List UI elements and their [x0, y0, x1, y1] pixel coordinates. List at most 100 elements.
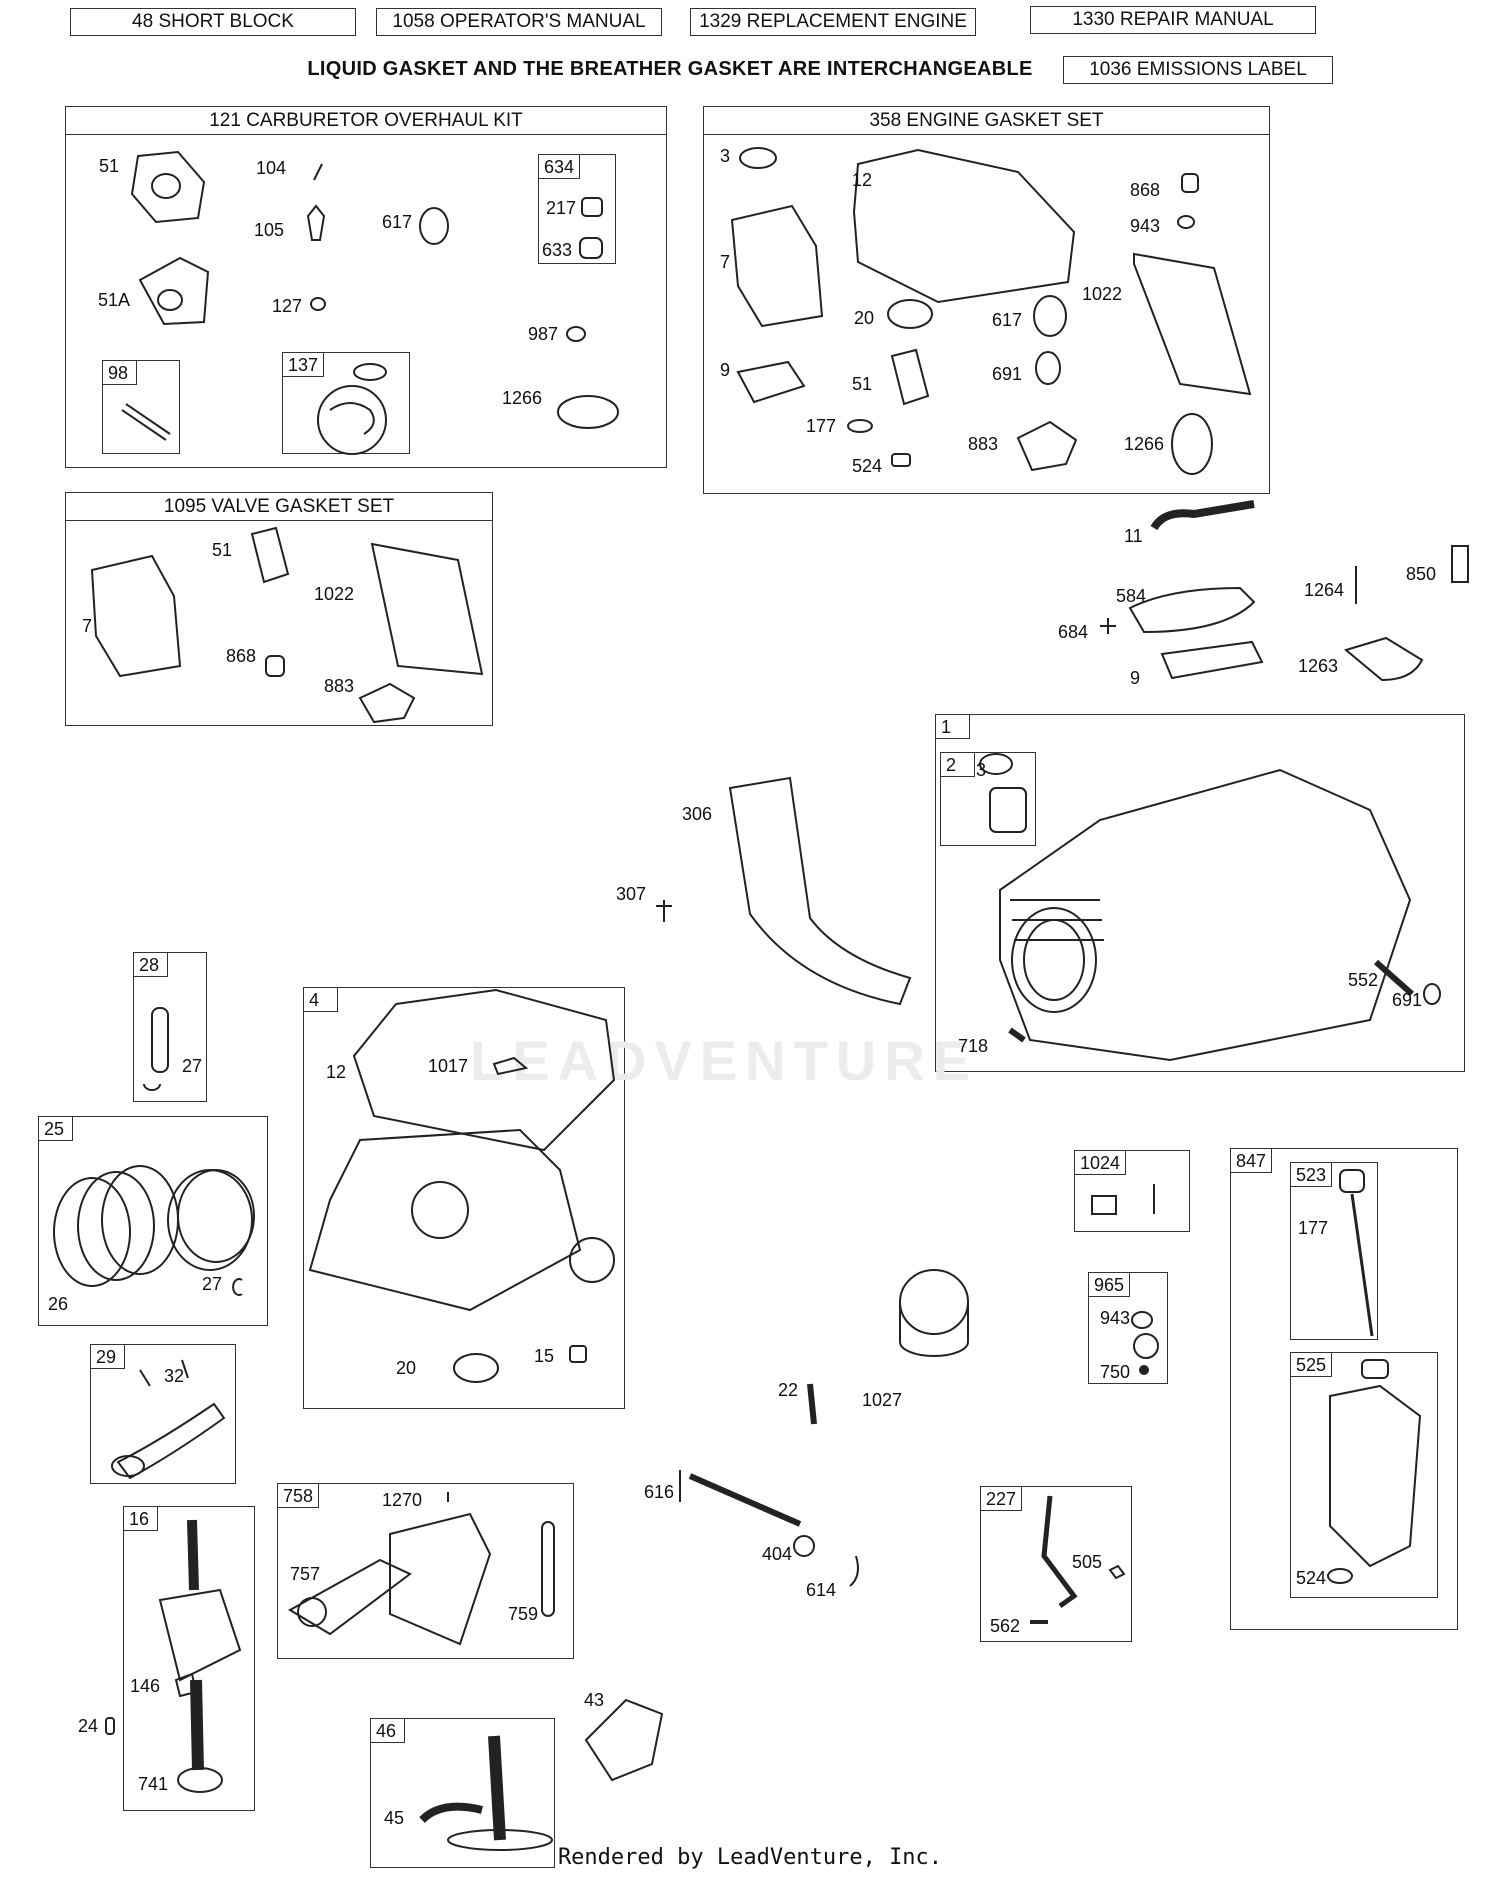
callout-p1027[interactable]: 1027: [862, 1390, 903, 1410]
callout-c633[interactable]: 633: [542, 240, 573, 260]
callout-c617[interactable]: 617: [382, 212, 413, 232]
short-block-button[interactable]: 48 SHORT BLOCK: [70, 8, 356, 36]
callout-p584[interactable]: 584: [1116, 586, 1147, 606]
box-label-525[interactable]: 525: [1291, 1353, 1333, 1377]
callout-p943[interactable]: 943: [1100, 1308, 1131, 1328]
callout-p43[interactable]: 43: [584, 1690, 605, 1710]
callout-p307[interactable]: 307: [616, 884, 647, 904]
callout-c51a[interactable]: 51A: [98, 290, 131, 310]
callout-e3[interactable]: 3: [720, 146, 731, 166]
box-label-46[interactable]: 46: [371, 1719, 405, 1743]
callout-p3[interactable]: 3: [976, 760, 987, 780]
box-label-16[interactable]: 16: [124, 1507, 158, 1531]
callout-p750[interactable]: 750: [1100, 1362, 1131, 1382]
callout-p614[interactable]: 614: [806, 1580, 837, 1600]
callout-p616[interactable]: 616: [644, 1482, 675, 1502]
callout-p1270[interactable]: 1270: [382, 1490, 423, 1510]
box-label-227[interactable]: 227: [981, 1487, 1023, 1511]
callout-p757[interactable]: 757: [290, 1564, 321, 1584]
callout-v7[interactable]: 7: [82, 616, 93, 636]
engine-gasket-title[interactable]: 358 ENGINE GASKET SET: [704, 107, 1269, 135]
box-label-28[interactable]: 28: [134, 953, 168, 977]
box-label-98[interactable]: 98: [103, 361, 137, 385]
callout-p20[interactable]: 20: [396, 1358, 417, 1378]
callout-e9[interactable]: 9: [720, 360, 731, 380]
box-label-25[interactable]: 25: [39, 1117, 73, 1141]
callout-e20[interactable]: 20: [854, 308, 875, 328]
replacement-engine-button[interactable]: 1329 REPLACEMENT ENGINE: [690, 8, 976, 36]
callout-e691[interactable]: 691: [992, 364, 1023, 384]
callout-p24[interactable]: 24: [78, 1716, 99, 1736]
box-label-29[interactable]: 29: [91, 1345, 125, 1369]
callout-v51[interactable]: 51: [212, 540, 233, 560]
box-label-758[interactable]: 758: [278, 1484, 320, 1508]
callout-e617[interactable]: 617: [992, 310, 1023, 330]
box-label-634[interactable]: 634: [539, 155, 581, 179]
callout-e51[interactable]: 51: [852, 374, 873, 394]
clip-614-drawing: [849, 1555, 859, 1587]
callout-p684[interactable]: 684: [1058, 622, 1089, 642]
callout-c1266[interactable]: 1266: [502, 388, 543, 408]
box-label-523[interactable]: 523: [1291, 1163, 1333, 1187]
callout-p741[interactable]: 741: [138, 1774, 169, 1794]
callout-c51[interactable]: 51: [99, 156, 120, 176]
callout-p15[interactable]: 15: [534, 1346, 555, 1366]
valve-gasket-title[interactable]: 1095 VALVE GASKET SET: [66, 493, 492, 521]
callout-p12[interactable]: 12: [326, 1062, 347, 1082]
callout-e177[interactable]: 177: [806, 416, 837, 436]
callout-e12[interactable]: 12: [852, 170, 873, 190]
callout-e943[interactable]: 943: [1130, 216, 1161, 236]
callout-p1263[interactable]: 1263: [1298, 656, 1339, 676]
callout-p1017[interactable]: 1017: [428, 1056, 469, 1076]
callout-p9[interactable]: 9: [1130, 668, 1141, 688]
callout-e883[interactable]: 883: [968, 434, 999, 454]
callout-p850[interactable]: 850: [1406, 564, 1437, 584]
callout-c987[interactable]: 987: [528, 324, 559, 344]
callout-p524[interactable]: 524: [1296, 1568, 1327, 1588]
emissions-label-button[interactable]: 1036 EMISSIONS LABEL: [1063, 56, 1333, 84]
repair-manual-button[interactable]: 1330 REPAIR MANUAL: [1030, 6, 1316, 34]
callout-p1264[interactable]: 1264: [1304, 580, 1345, 600]
callout-v1022[interactable]: 1022: [314, 584, 355, 604]
callout-c105[interactable]: 105: [254, 220, 285, 240]
callout-e868[interactable]: 868: [1130, 180, 1161, 200]
callout-p306[interactable]: 306: [682, 804, 713, 824]
callout-p45[interactable]: 45: [384, 1808, 405, 1828]
part-box-1024: 1024: [1074, 1150, 1190, 1232]
callout-v883[interactable]: 883: [324, 676, 355, 696]
callout-p22[interactable]: 22: [778, 1380, 799, 1400]
part-box-1: 1: [935, 714, 1465, 1072]
callout-p26[interactable]: 26: [48, 1294, 69, 1314]
callout-p146[interactable]: 146: [130, 1676, 161, 1696]
callout-v868[interactable]: 868: [226, 646, 257, 666]
carburetor-kit-title[interactable]: 121 CARBURETOR OVERHAUL KIT: [66, 107, 666, 135]
callout-p505[interactable]: 505: [1072, 1552, 1103, 1572]
callout-c104[interactable]: 104: [256, 158, 287, 178]
callout-c217[interactable]: 217: [546, 198, 577, 218]
callout-p718[interactable]: 718: [958, 1036, 989, 1056]
box-label-2[interactable]: 2: [941, 753, 975, 777]
gasket-9b-drawing: [1160, 640, 1264, 680]
operators-manual-button[interactable]: 1058 OPERATOR'S MANUAL: [376, 8, 662, 36]
callout-p691[interactable]: 691: [1392, 990, 1423, 1010]
box-label-847[interactable]: 847: [1231, 1149, 1273, 1173]
callout-p11[interactable]: 11: [1124, 526, 1143, 546]
callout-p562[interactable]: 562: [990, 1616, 1021, 1636]
box-label-137[interactable]: 137: [283, 353, 325, 377]
box-label-965[interactable]: 965: [1089, 1273, 1131, 1297]
box-label-4[interactable]: 4: [304, 988, 338, 1012]
callout-p177[interactable]: 177: [1298, 1218, 1329, 1238]
callout-e1022[interactable]: 1022: [1082, 284, 1123, 304]
callout-p759[interactable]: 759: [508, 1604, 539, 1624]
box-label-1024[interactable]: 1024: [1075, 1151, 1127, 1175]
callout-e7[interactable]: 7: [720, 252, 731, 272]
callout-p552[interactable]: 552: [1348, 970, 1379, 990]
box-label-1[interactable]: 1: [936, 715, 970, 739]
callout-p32[interactable]: 32: [164, 1366, 185, 1386]
callout-c127[interactable]: 127: [272, 296, 303, 316]
callout-e1266[interactable]: 1266: [1124, 434, 1165, 454]
callout-e524[interactable]: 524: [852, 456, 883, 476]
callout-p27b[interactable]: 27: [202, 1274, 223, 1294]
callout-p27a[interactable]: 27: [182, 1056, 203, 1076]
callout-p404[interactable]: 404: [762, 1544, 793, 1564]
